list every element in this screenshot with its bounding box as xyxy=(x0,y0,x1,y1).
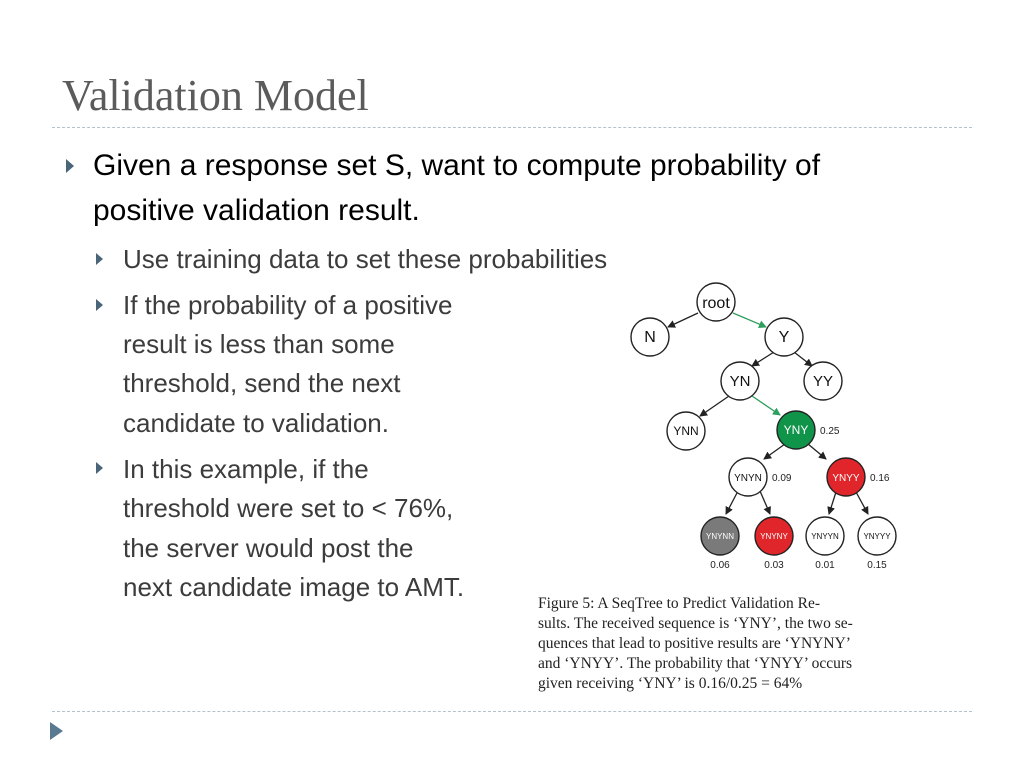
node-ynyny-prob: 0.03 xyxy=(764,560,784,571)
edge-root-n xyxy=(667,312,699,328)
node-ynn: YNN xyxy=(666,411,706,451)
figure-caption: Figure 5: A SeqTree to Predict Validatio… xyxy=(538,594,990,694)
edge-y-yy xyxy=(793,351,813,367)
edge-ynyn-ynynn xyxy=(725,490,739,515)
node-yy: YY xyxy=(803,361,843,401)
sub-bullet-3-line: threshold were set to < 76%, xyxy=(123,493,454,523)
edge-ynyy-ynyyy xyxy=(855,491,869,515)
node-ynynn-label: YNYNN xyxy=(706,532,734,541)
caption-line: Figure 5: A SeqTree to Predict Validatio… xyxy=(538,595,820,612)
node-ynynn-prob: 0.06 xyxy=(710,560,730,571)
sub-bullet-3-line: In this example, if the xyxy=(123,454,369,484)
edge-yny-ynyy xyxy=(807,443,827,460)
node-ynyyn-label: YNYYN xyxy=(811,532,839,541)
node-ynynn: YNYNN 0.06 xyxy=(700,516,740,571)
node-ynyy-label: YNYY xyxy=(832,473,860,484)
node-n-label: N xyxy=(644,329,656,346)
bullet-arrow-icon xyxy=(66,159,74,173)
caption-line: given receiving ‘YNY’ is 0.16/0.25 = 64% xyxy=(538,675,803,692)
node-ynyny: YNYNY 0.03 xyxy=(754,516,794,571)
edge-yn-yny xyxy=(751,395,781,416)
sub-bullet-1: Use training data to set these probabili… xyxy=(123,244,608,274)
node-ynyyn-prob: 0.01 xyxy=(815,560,835,571)
node-yn-label: YN xyxy=(730,373,751,390)
node-ynyn-prob: 0.09 xyxy=(772,473,792,484)
sub-bullet-3-line: next candidate image to AMT. xyxy=(123,572,465,602)
node-ynyn: YNYN 0.09 xyxy=(728,457,792,497)
caption-line: quences that lead to positive results ar… xyxy=(538,635,851,652)
slide-corner-arrow-icon xyxy=(50,722,63,740)
edge-yn-ynn xyxy=(699,395,730,417)
node-yy-label: YY xyxy=(813,373,833,390)
seqtree-diagram: root N Y YN YY YNN YNY 0.25 YNYN xyxy=(630,282,897,571)
main-bullet-line-1: Given a response set S, want to compute … xyxy=(93,149,821,182)
edge-y-yn xyxy=(751,351,775,367)
node-ynyyy: YNYYY 0.15 xyxy=(857,516,897,571)
slide-title: Validation Model xyxy=(62,71,369,120)
sub-bullet-3-line: the server would post the xyxy=(123,533,414,563)
caption-line: and ‘YNYY’. The probability that ‘YNYY’ … xyxy=(538,655,853,672)
node-ynyny-label: YNYNY xyxy=(760,532,788,541)
title-divider xyxy=(52,127,972,128)
sub-bullet-arrow-icon xyxy=(96,299,103,311)
node-y: Y xyxy=(764,317,804,357)
edge-root-y xyxy=(732,312,767,328)
footer-divider xyxy=(52,711,972,712)
node-root: root xyxy=(696,282,736,322)
edge-yny-ynyn xyxy=(763,443,786,460)
sub-bullet-2-line: threshold, send the next xyxy=(123,368,401,398)
node-yny: YNY 0.25 xyxy=(776,410,840,450)
node-y-label: Y xyxy=(779,329,790,346)
node-yn: YN xyxy=(720,361,760,401)
edge-ynyn-ynyny xyxy=(759,490,771,515)
sub-bullet-arrow-icon xyxy=(96,253,103,265)
node-yny-label: YNY xyxy=(784,423,809,437)
node-ynn-label: YNN xyxy=(673,424,698,438)
node-n: N xyxy=(630,317,670,357)
node-ynyy: YNYY 0.16 xyxy=(826,457,890,497)
node-ynyn-label: YNYN xyxy=(734,473,762,484)
sub-bullet-2-line: result is less than some xyxy=(123,329,395,359)
node-root-label: root xyxy=(702,295,730,312)
node-yny-prob: 0.25 xyxy=(820,426,840,437)
caption-line: sults. The received sequence is ‘YNY’, t… xyxy=(538,615,853,632)
sub-bullet-2-line: If the probability of a positive xyxy=(123,290,453,320)
edge-ynyy-ynyyn xyxy=(827,491,837,515)
node-ynyyn: YNYYN 0.01 xyxy=(805,516,845,571)
main-bullet-line-2: positive validation result. xyxy=(93,194,420,227)
node-ynyyy-label: YNYYY xyxy=(863,532,891,541)
node-ynyy-prob: 0.16 xyxy=(870,473,890,484)
node-ynyyy-prob: 0.15 xyxy=(867,560,887,571)
sub-bullet-arrow-icon xyxy=(96,462,103,474)
sub-bullet-2-line: candidate to validation. xyxy=(123,408,389,438)
